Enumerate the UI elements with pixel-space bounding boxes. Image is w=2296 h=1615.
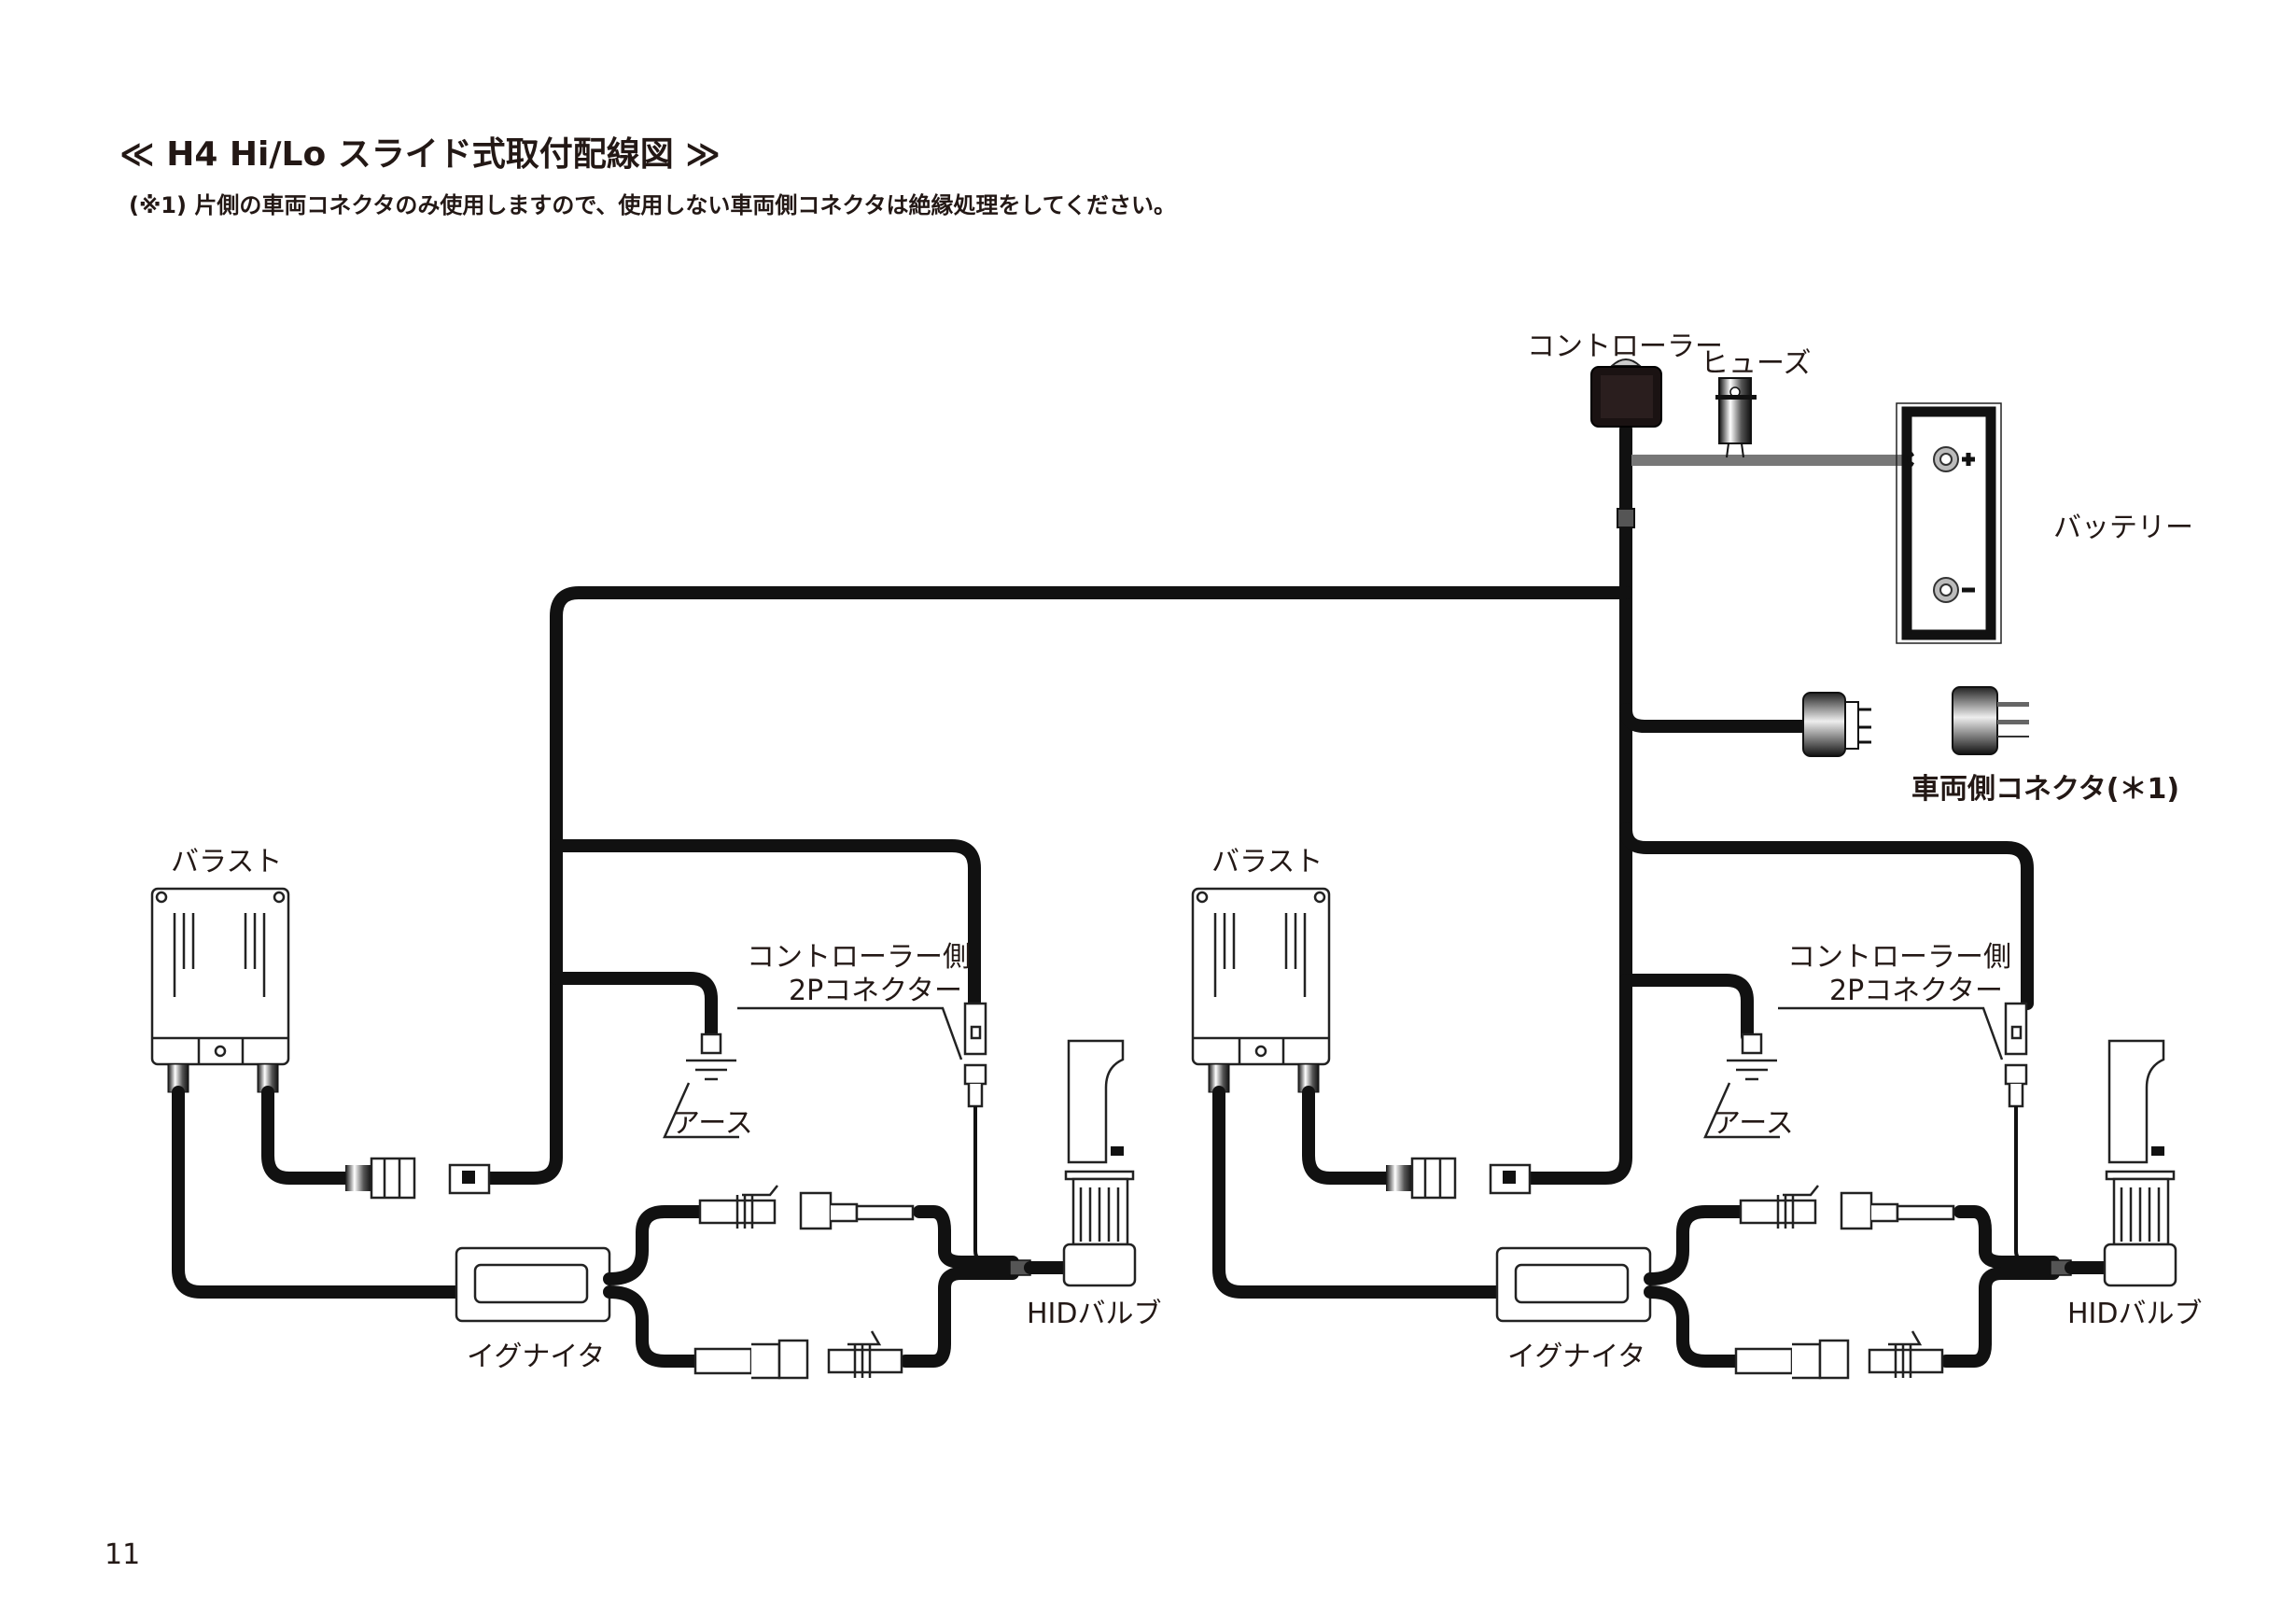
controller-unit: [1590, 358, 1662, 428]
harness-h4-connector: [1802, 692, 1871, 757]
insulation-note: (※1) 片側の車両コネクタのみ使用しますので、使用しない車両側コネクタは絶縁処…: [129, 192, 1177, 218]
controller-2p-label-left-2: 2Pコネクター: [789, 975, 962, 1007]
vehicle-h4-connector: [1952, 686, 2029, 755]
page-title: ≪ H4 Hi/Lo スライド式取付配線図 ≫: [119, 135, 721, 174]
ballast-label-left: バラスト: [171, 846, 283, 878]
battery: [1896, 402, 2002, 644]
ballast-label-right: バラスト: [1211, 846, 1323, 878]
controller-2p-label-right-1: コントローラー側: [1787, 941, 2011, 974]
main-harness: [483, 423, 2034, 1185]
left-unit: [150, 887, 1137, 1380]
fuse-label: ヒューズ: [1701, 347, 1812, 380]
earth-label-right: アース: [1713, 1107, 1794, 1140]
page-number: 11: [105, 1538, 141, 1571]
controller-label: コントローラー: [1527, 330, 1723, 363]
fuse-holder: [1715, 377, 1757, 458]
controller-2p-label-right-2: 2Pコネクター: [1829, 975, 2003, 1007]
battery-label: バッテリー: [2053, 512, 2193, 544]
controller-2p-connector-left: [737, 1002, 1013, 1264]
hid-bulb-left: [1009, 1039, 1137, 1287]
hid-bulb-label-left: HIDバルブ: [1027, 1298, 1162, 1330]
battery-positive-lead: [1631, 455, 1902, 466]
ignitor-label-left: イグナイタ: [467, 1341, 606, 1373]
ignitor-left: [455, 1205, 1019, 1368]
vehicle-connector-label: 車両側コネクタ(＊1): [1911, 773, 2180, 806]
ignitor-label-right: イグナイタ: [1507, 1341, 1646, 1373]
hi-lo-connector-bottom-left: [693, 1330, 903, 1380]
earth-left: [663, 1032, 739, 1139]
ballast-left: [150, 887, 290, 1093]
controller-2p-label-left-1: コントローラー側: [747, 941, 971, 974]
hi-lo-connector-top-left: [698, 1185, 915, 1230]
hid-bulb-label-right: HIDバルブ: [2067, 1298, 2203, 1330]
earth-label-left: アース: [672, 1107, 753, 1140]
